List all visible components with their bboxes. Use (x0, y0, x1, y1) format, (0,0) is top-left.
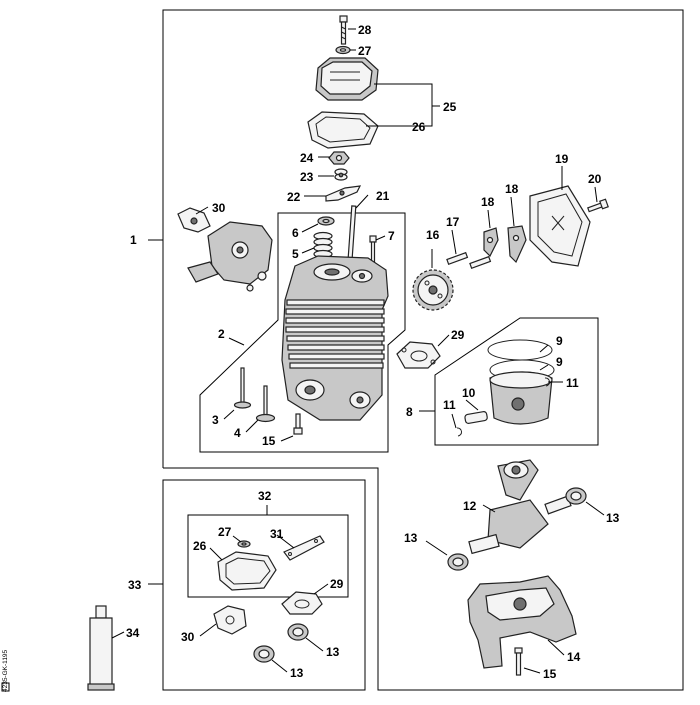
part-crankcase-14 (467, 575, 577, 669)
callout-25: 25 (443, 100, 457, 114)
callout-27-kit: 27 (218, 525, 232, 539)
callout-4: 4 (234, 426, 241, 440)
part-cover-19 (529, 185, 591, 267)
callout-13-left: 13 (404, 531, 418, 545)
callout-26-kit: 26 (193, 539, 207, 553)
callout-33: 33 (128, 578, 142, 592)
callout-24: 24 (300, 151, 314, 165)
part-piston-10 (489, 371, 553, 425)
part-crankshaft-12 (468, 459, 572, 555)
callout-17: 17 (446, 215, 460, 229)
part-seal-13-kit-b (253, 645, 275, 663)
part-grease-tube-34 (87, 605, 115, 691)
callout-20: 20 (588, 172, 602, 186)
part-washer-27 (335, 45, 351, 55)
callout-27-top: 27 (358, 44, 372, 58)
part-shaft-17 (446, 251, 492, 270)
cylinder-subassembly-frame (199, 212, 406, 453)
callout-30-kit: 30 (181, 630, 195, 644)
callout-15-cylinder: 15 (262, 434, 276, 448)
callout-labels: 1 2 3 4 5 6 7 8 9 9 10 11 11 12 13 13 13… (126, 23, 620, 681)
part-seal-13-kit-a (287, 623, 309, 641)
callout-32: 32 (258, 489, 272, 503)
part-washer-27-kit (237, 540, 251, 548)
callout-19: 19 (555, 152, 569, 166)
part-valve-spring-5 (313, 231, 333, 259)
callout-23: 23 (300, 170, 314, 184)
part-gasket-29-kit (281, 591, 323, 615)
callout-8: 8 (406, 405, 413, 419)
part-rocker-arm-18a (483, 227, 499, 258)
callout-14: 14 (567, 650, 581, 664)
callout-11-left: 11 (443, 398, 456, 412)
main-assembly-frame (162, 9, 684, 691)
callout-34: 34 (126, 626, 140, 640)
part-pushrod-21 (347, 205, 357, 259)
callout-5: 5 (292, 247, 299, 261)
callout-11-right: 11 (566, 376, 579, 390)
callout-9-top: 9 (556, 334, 563, 348)
callout-29-kit: 29 (330, 577, 344, 591)
callout-31: 31 (270, 527, 284, 541)
leader-lines (111, 28, 605, 674)
gasket-set-frame (187, 514, 349, 598)
callout-7: 7 (388, 229, 395, 243)
callout-26-top: 26 (412, 120, 426, 134)
callout-1: 1 (130, 233, 137, 247)
drawing-code: 4235-GK-1195 (2, 649, 9, 692)
part-gasket-30-kit (213, 605, 247, 635)
callout-12: 12 (463, 499, 477, 513)
callout-13-kit-a: 13 (326, 645, 340, 659)
part-valve-3 (233, 367, 252, 409)
callout-18-right: 18 (505, 182, 519, 196)
callout-28: 28 (358, 23, 372, 37)
part-gasket-29-top (396, 341, 441, 369)
part-nut-24 (328, 151, 350, 165)
part-screw-28 (339, 15, 348, 45)
piston-subassembly-frame (434, 317, 599, 446)
part-seal-13-right (565, 487, 587, 505)
part-shroud-25 (315, 57, 379, 101)
part-rocker-22 (325, 185, 362, 202)
part-pin-10 (464, 411, 488, 424)
frame-group (162, 9, 684, 691)
callout-22: 22 (287, 190, 301, 204)
part-gasket-31 (283, 535, 325, 561)
callout-13-kit-b: 13 (290, 666, 304, 680)
callout-3: 3 (212, 413, 219, 427)
callout-18-left: 18 (481, 195, 495, 209)
callout-15-case: 15 (543, 667, 557, 681)
part-valve-4 (255, 385, 276, 423)
part-carburetor-30 (177, 207, 273, 292)
part-gasket-26-kit (217, 551, 277, 591)
callout-30-top: 30 (212, 201, 226, 215)
part-seal-13-left (447, 553, 469, 571)
callout-16: 16 (426, 228, 440, 242)
part-screw-20 (587, 198, 609, 213)
part-gear-16 (412, 269, 454, 311)
callout-13-right: 13 (606, 511, 620, 525)
callout-21: 21 (376, 189, 390, 203)
callout-10: 10 (462, 386, 476, 400)
drawing-code-box (1, 682, 10, 692)
callout-29-top: 29 (451, 328, 465, 342)
part-spring-23 (334, 168, 348, 181)
part-screw-15-case (514, 647, 523, 676)
part-retainer-6 (317, 216, 335, 226)
part-rocker-arm-18b (507, 225, 527, 264)
callout-9-bottom: 9 (556, 355, 563, 369)
part-gasket-26-top (307, 111, 379, 149)
callout-2: 2 (218, 327, 225, 341)
part-screw-15-cyl (293, 413, 303, 435)
part-pin-7 (369, 235, 377, 263)
callout-6: 6 (292, 226, 299, 240)
part-cylinder-2 (281, 255, 389, 421)
gasket-kit-frame (162, 479, 366, 691)
